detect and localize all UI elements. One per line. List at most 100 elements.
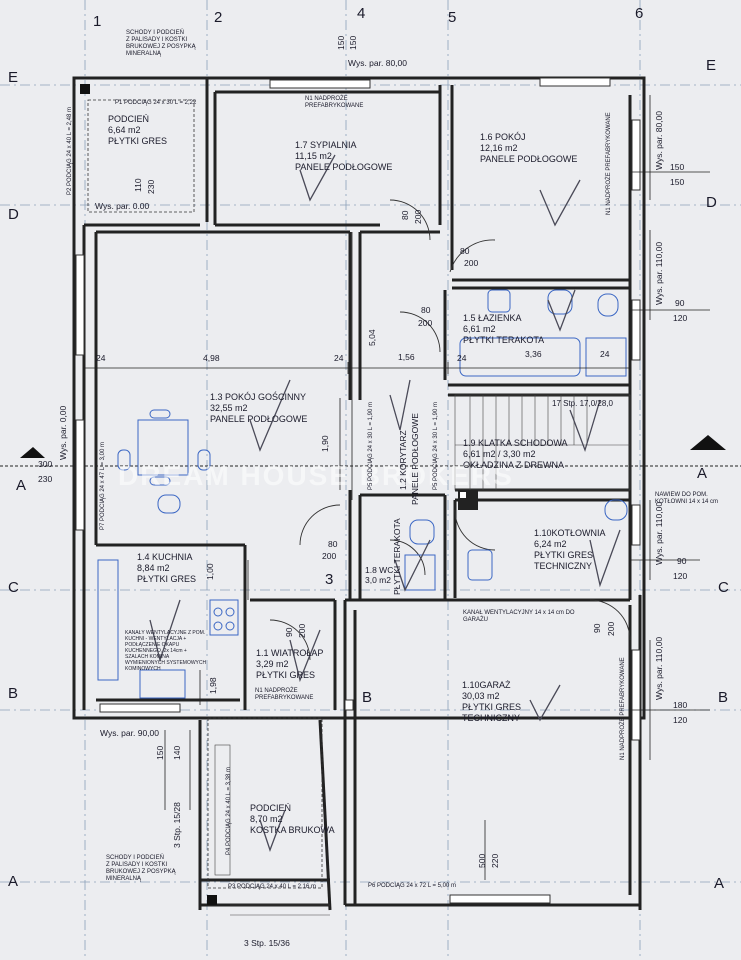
p2-label: P2 PODCIĄG 24 x 40 L = 2,48 m [67,107,73,195]
wc-label: 1.8 WC 3,0 m2 [365,565,393,585]
dim-80-b: 80 [460,246,470,256]
dim-200-a: 200 [413,209,423,224]
room-sypialnia: 1.7 SYPIALNIA 11,15 m2 PANELE PODŁOGOWE [295,140,392,173]
grid-row-c-left: C [8,579,19,596]
canopy-outlines [87,99,323,889]
stairs-bottom-left-label: 3 Stp. 15/28 [172,802,182,848]
dimension-lines [84,95,710,880]
room-line: 8,70 m2 [250,814,283,824]
n1-b-label: N1 NADPROŻE PREFABRYKOWANE [255,688,313,702]
section-mark-left: A [16,477,27,494]
wys-par-right-3: Wys. par. 110,00 [654,501,664,565]
dim-220: 220 [490,853,500,868]
room-line: 1.4 KUCHNIA [137,552,193,562]
room-podcien-bottom: PODCIEŃ 8,70 m2 KOSTKA BRUKOWA [250,803,335,836]
grid-row-e-right: E [706,57,717,74]
stairs-bottom-label: 3 Stp. 15/36 [244,938,290,948]
room-line: PANELE PODŁOGOWE [210,414,308,424]
dim-80-c: 80 [421,305,431,315]
kitchen-fixtures [97,559,239,699]
room-line: 1.5 ŁAZIENKA [463,313,522,323]
room-wiatrolap: 1.1 WIATROŁAP 3,29 m2 PŁYTKI GRES [256,648,323,681]
room-kotlownia: 1.10KOTŁOWNIA 6,24 m2 PŁYTKI GRES TECHNI… [534,528,606,572]
dim-200-c: 200 [418,318,433,328]
grid-col-2: 2 [214,9,223,26]
dim-150-r2: 150 [670,177,685,187]
grid-row-b-right: B [718,689,729,706]
p1-label: P1 PODCIĄG 24 x 30 L = 2,22 [115,100,197,106]
wys-par-right-4: Wys. par. 110,00 [654,636,664,700]
note-line: SCHODY I PODCIEŃ [126,30,184,36]
section-arrow-left [20,447,45,458]
grid-col-4: 4 [357,5,366,22]
p5b-label: P5 PODCIĄG 24 x 30 L = 1,90 m [433,402,439,490]
dim-90-r2: 90 [677,556,687,566]
room-line: PŁYTKI TERAKOTA [463,335,545,345]
dim-200-d: 200 [322,551,337,561]
note-line: BRUKOWEJ Z POSYPKĄ [126,44,196,50]
room-line: PŁYTKI GRES [534,550,594,560]
wys-par-right-1: Wys. par. 80,00 [654,111,664,170]
dim-120-r3: 120 [673,715,688,725]
dim-90-e: 90 [284,627,294,637]
dim-150-b: 150 [155,745,165,760]
p7-label: P7 PODCIĄG 24 x 47 L = 3,00 m [100,442,106,530]
section-mark-right: A [697,465,708,482]
room-line: 1.10KOTŁOWNIA [534,528,606,538]
room-klatka: 1.9 KLATKA SCHODOWA 6,61 m2 / 3,30 m2 OK… [463,438,568,471]
room-lazienka: 1.5 ŁAZIENKA 6,61 m2 PŁYTKI TERAKOTA [463,313,544,346]
dim-180: 180 [673,700,688,710]
grid-row-b-mid: B [362,689,373,706]
room-line: KOSTKA BRUKOWA [250,825,335,835]
note-line: BRUKOWEJ Z POSYPKĄ [106,869,176,875]
dim-500: 500 [477,853,487,868]
grid-col-6: 6 [635,5,644,22]
dim-24-a: 24 [96,353,106,363]
p4-label: P4 PODCIĄG 24 x 40 L = 3,38 m [226,767,232,855]
room-garaz: 1.10GARAŻ 30,03 m2 PŁYTKI GRES TECHNICZN… [462,680,521,724]
room-line: TECHNICZNY [462,713,520,723]
dim-504: 5,04 [367,329,377,346]
dim-498: 4,98 [203,353,220,363]
note-line: Z PALISADY I KOSTKI [106,862,168,868]
room-line: 1.10GARAŻ [462,680,511,690]
room-line: 3,29 m2 [256,659,289,669]
dim-80-d: 80 [328,539,338,549]
n1-right-label: N1 NADPROŻE PREFABRYKOWANE [606,112,612,215]
dim-120-r2: 120 [673,571,688,581]
schody-note-top: SCHODY I PODCIEŃ Z PALISADY I KOSTKI BRU… [126,30,196,58]
wc-floor-label: PŁYTKI TERAKOTA [392,518,402,595]
grid-col-3: 3 [325,571,334,588]
n1-right-label-2: N1 NADPROŻE PREFABRYKOWANE [620,657,626,760]
wys-par-left: Wys. par. 0,00 [58,405,68,460]
dim-120-r: 120 [673,313,688,323]
p5-label: P5 PODCIĄG 24 x 30 L = 1,90 m [368,402,374,490]
room-line: PŁYTKI GRES [108,136,168,146]
room-line: TECHNICZNY [534,561,592,571]
dim-336: 3,36 [525,349,542,359]
kuchnia-note: KANAŁY WENTYLACYJNE Z POM. KUCHNI - WENT… [125,630,207,672]
section-arrow-right [690,435,726,450]
p3-label: P3 PODCIĄG 24 x 40 L = 2,16 m [228,884,316,890]
dim-156: 1,56 [398,352,415,362]
dim-150-r1: 150 [670,162,685,172]
room-line: PŁYTKI GRES [256,670,316,680]
grid-row-e-left: E [8,69,19,86]
room-line: 30,03 m2 [462,691,500,701]
dim-200-f: 200 [606,621,616,636]
dim-110: 110 [133,178,143,192]
kanal-label: KANAŁ WENTYLACYJNY 14 x 14 cm DO GARAŻU [463,610,575,623]
dim-150-top2: 150 [348,35,358,50]
room-line: 6,61 m2 [463,324,496,334]
dining-table [117,409,211,514]
dim-150-top: 150 [336,35,346,50]
room-line: 6,24 m2 [534,539,567,549]
note-line: MINERALNĄ [106,876,142,882]
schody-note-bottom: SCHODY I PODCIEŃ Z PALISADY I KOSTKI BRU… [106,855,176,883]
grid-col-1: 1 [93,13,102,30]
grid-row-a-left: A [8,873,19,890]
room-goscinny: 1.3 POKÓJ GOŚCINNY 32,55 m2 PANELE PODŁO… [210,392,307,425]
dim-230-l: 230 [38,474,53,484]
room-line: 6,61 m2 / 3,30 m2 [463,449,536,459]
